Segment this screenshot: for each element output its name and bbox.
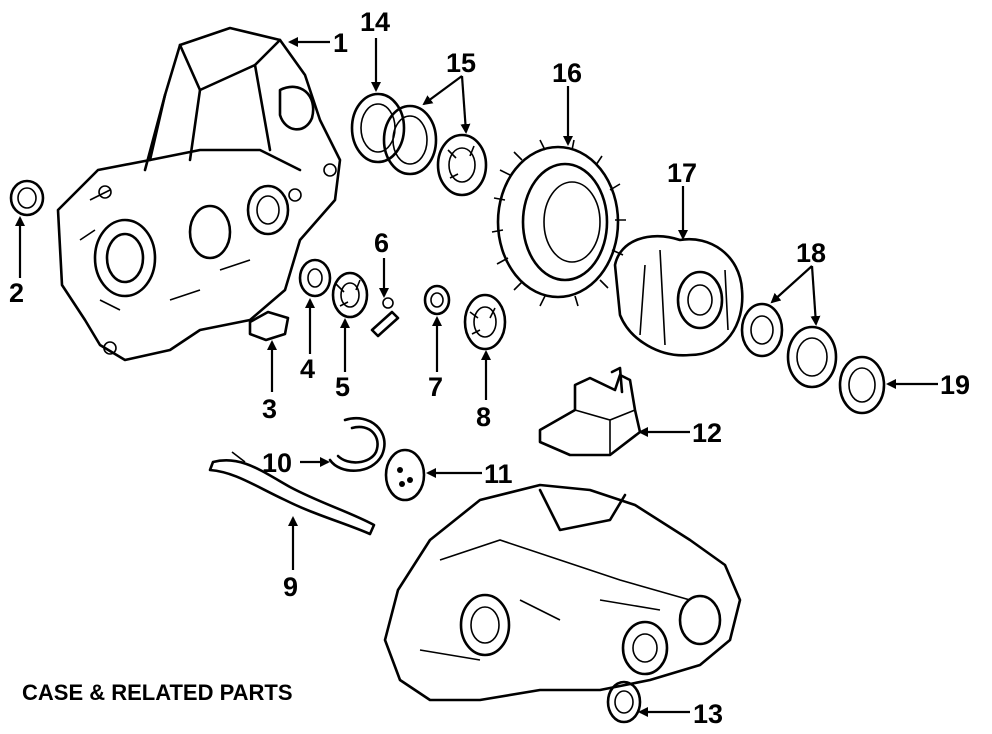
callout-7: 7 <box>428 372 443 402</box>
callout-labels: 1 2 3 4 5 6 7 8 9 10 11 12 13 14 15 16 1… <box>9 7 970 729</box>
seal-part-4 <box>298 258 332 298</box>
bearing-part-8 <box>463 293 507 351</box>
bracket-part-3 <box>248 310 290 342</box>
callout-19: 19 <box>940 370 970 400</box>
callout-11: 11 <box>484 459 513 489</box>
callout-1: 1 <box>333 28 348 58</box>
differential-part-17 <box>613 234 744 357</box>
bearing-set-part-18 <box>740 302 838 389</box>
callout-6: 6 <box>374 228 389 258</box>
seal-part-19 <box>838 355 886 415</box>
callout-14: 14 <box>360 7 390 37</box>
pin-part-6 <box>370 297 400 338</box>
callout-16: 16 <box>552 58 582 88</box>
seal-part-7 <box>423 284 451 316</box>
ring-gear-part-16 <box>491 139 626 307</box>
callout-10: 10 <box>262 448 292 478</box>
callout-9: 9 <box>283 572 298 602</box>
bearing-part-5 <box>331 271 369 319</box>
seal-part-14 <box>350 92 406 164</box>
diagram-caption: CASE & RELATED PARTS <box>22 680 293 705</box>
seal-part-13 <box>606 680 642 724</box>
callout-17: 17 <box>667 158 697 188</box>
leader-15b <box>460 75 471 134</box>
callout-13: 13 <box>693 699 723 729</box>
transmission-housing <box>56 26 342 362</box>
sensor-part-12 <box>538 366 642 457</box>
callout-3: 3 <box>262 394 277 424</box>
callout-5: 5 <box>335 372 350 402</box>
callout-18: 18 <box>796 238 826 268</box>
guide-plate-part-9 <box>208 451 376 536</box>
seal-part-2 <box>9 179 45 217</box>
leader-15a <box>422 75 463 106</box>
callout-2: 2 <box>9 278 24 308</box>
leader-18b <box>810 265 821 326</box>
callout-15: 15 <box>446 48 476 78</box>
leader-lines <box>15 37 938 717</box>
plate-part-11 <box>384 448 426 502</box>
leader-18a <box>770 265 813 304</box>
callout-4: 4 <box>300 354 315 384</box>
snap-ring-part-10 <box>328 417 386 472</box>
transmission-case <box>383 483 742 702</box>
bearing-set-part-15 <box>382 104 488 197</box>
callout-8: 8 <box>476 402 491 432</box>
callout-12: 12 <box>692 418 722 448</box>
